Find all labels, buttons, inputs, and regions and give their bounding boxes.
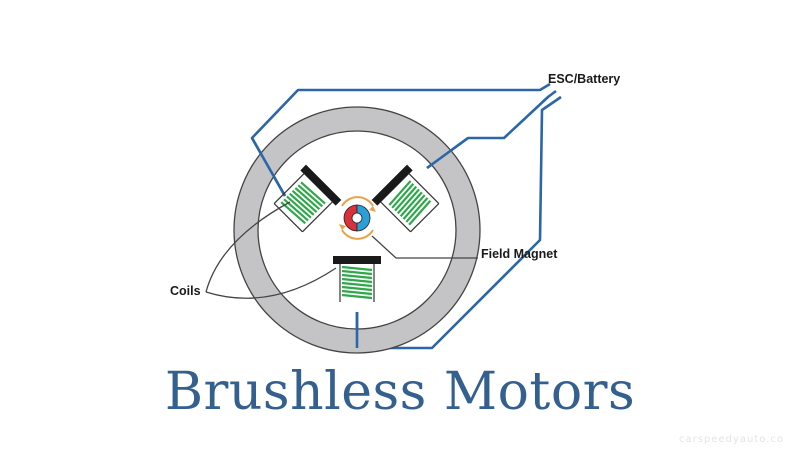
watermark: carspeedyauto.co bbox=[679, 434, 784, 445]
pole-shoe-bottom bbox=[333, 256, 381, 264]
pole-shoe-left bbox=[300, 164, 342, 206]
magnet-north bbox=[343, 204, 358, 232]
page-title: Brushless Motors bbox=[164, 362, 636, 422]
coils-leader-1 bbox=[205, 201, 291, 293]
field-magnet bbox=[339, 196, 376, 240]
coil-bottom bbox=[333, 256, 381, 302]
field-magnet-label: Field Magnet bbox=[481, 247, 558, 261]
pole-shoe-right bbox=[371, 164, 413, 206]
field-magnet-leader bbox=[371, 235, 478, 259]
coils-label: Coils bbox=[170, 284, 201, 298]
esc-battery-label: ESC/Battery bbox=[548, 72, 621, 86]
coil-right bbox=[371, 164, 440, 233]
coil-left bbox=[273, 164, 342, 233]
coils-leader-2 bbox=[205, 267, 337, 299]
magnet-south bbox=[356, 204, 371, 232]
leader-lines bbox=[205, 201, 478, 299]
